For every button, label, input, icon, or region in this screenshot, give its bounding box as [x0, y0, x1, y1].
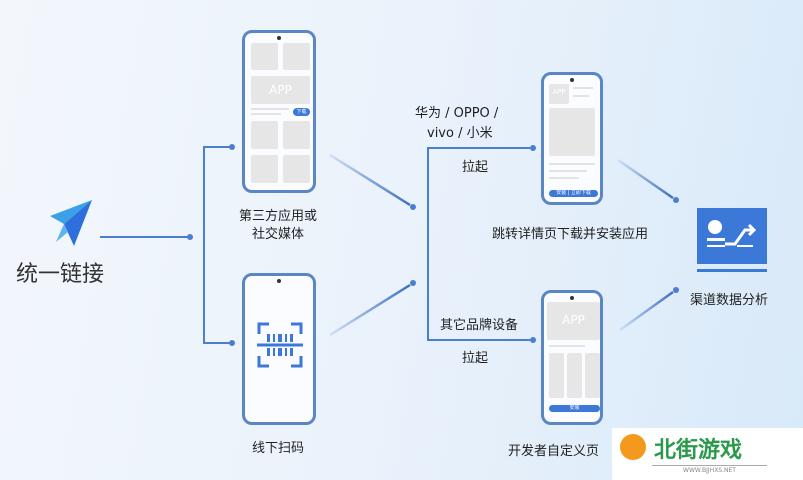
channel1-arrow [329, 153, 411, 207]
branch1-action: 拉起 [462, 160, 489, 175]
branch2-result: 开发者自定义页 [508, 444, 600, 459]
branch1-result: 跳转详情页下载并安装应用 [492, 227, 649, 242]
channel2-label: 线下扫码 [251, 441, 304, 456]
watermark: 北街游戏 WWW.BJJHXS.NET [612, 428, 803, 480]
download-button: 下载 [293, 108, 310, 116]
offline-scan-phone [242, 273, 316, 425]
branch2-action: 拉起 [462, 351, 489, 366]
analytics-chart-icon [697, 208, 767, 272]
watermark-url: WWW.BJJHXS.NET [652, 465, 767, 474]
channel-bracket [203, 146, 232, 344]
channel2-arrow [329, 283, 411, 337]
custom-page-phone: APP 安装 [541, 290, 603, 425]
paper-plane-icon [50, 200, 92, 246]
branch-bracket [427, 147, 530, 341]
social-media-phone: APP 下载 [242, 30, 316, 193]
source-label: 统一链接 [16, 262, 105, 287]
install-button: 安装 | 立即下载 [549, 190, 598, 197]
sun-logo-icon [620, 434, 646, 460]
watermark-brand: 北街游戏 [654, 438, 743, 463]
branch2-arrow [619, 290, 674, 332]
branch1-arrow [617, 158, 674, 200]
branch1-condition: 华为 / OPPO /vivo / 小米 [415, 106, 499, 141]
qr-scan-icon [257, 322, 303, 368]
branch2-condition: 其它品牌设备 [440, 318, 519, 333]
app-store-detail-phone: APP 安装 | 立即下载 [541, 72, 603, 205]
custom-install-button: 安装 [549, 405, 600, 412]
channel1-label: 第三方应用或社交媒体 [238, 209, 317, 242]
target-label: 渠道数据分析 [690, 293, 769, 308]
